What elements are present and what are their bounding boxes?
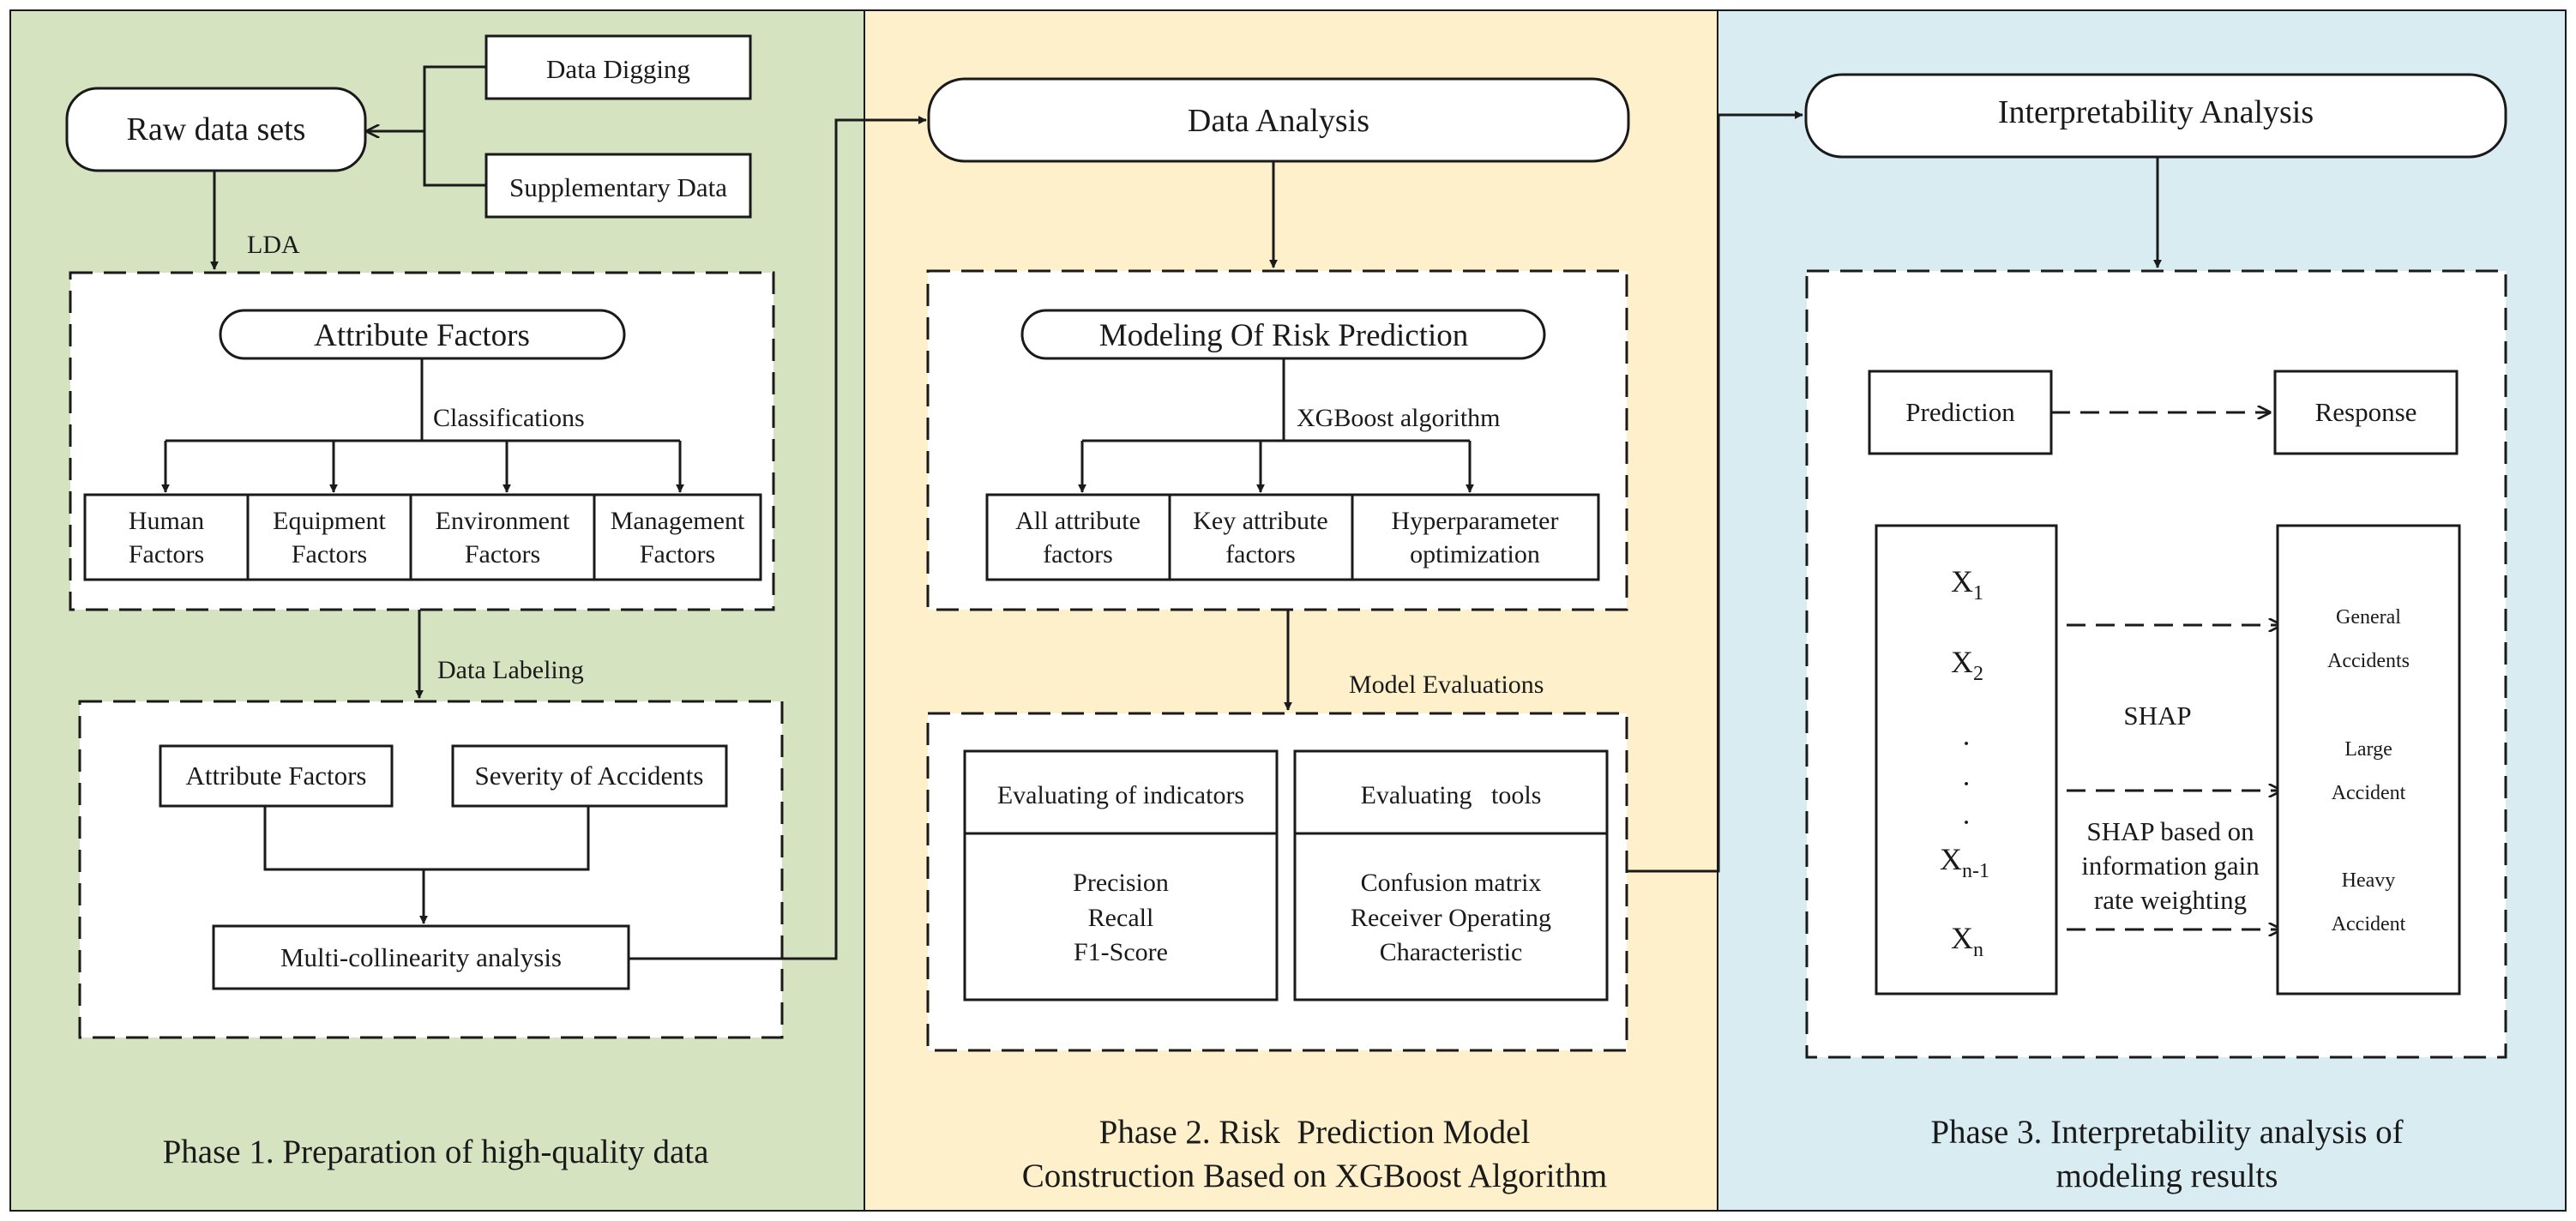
feature-dot-1: · [1961, 728, 1971, 760]
connector-data-sources [423, 65, 486, 187]
multicollinearity-node [212, 924, 630, 990]
indicator-precision: Precision [1073, 869, 1169, 897]
feature-xn: Xn [1951, 921, 1983, 961]
feature-x1-base: X [1951, 564, 1973, 598]
all-attribute-line1: All attribute [1015, 507, 1141, 535]
data-digging-node [485, 34, 752, 100]
phase2-group: Data Analysis Modeling Of Risk Predictio… [926, 77, 1630, 1194]
data-labeling-label: Data Labeling [437, 656, 584, 684]
arrow-phase2-to-interpretability [1627, 111, 1803, 873]
environment-factors-node [409, 493, 596, 581]
phase2-title-line1: Phase 2. Risk Prediction Model [1099, 1114, 1531, 1151]
feature-x1-sub: 1 [1973, 582, 1983, 604]
shap-label: SHAP [2123, 701, 2191, 731]
outcome-large-line2: Accident [2332, 782, 2406, 804]
key-attribute-factors-node [1168, 493, 1354, 581]
interpretability-analysis-node [1804, 73, 2507, 159]
human-factors-line2: Factors [129, 540, 204, 568]
indicators-table [963, 749, 1279, 1001]
outcome-general-line2: Accidents [2327, 650, 2410, 672]
feature-column [1875, 524, 2058, 995]
phase1-group: Raw data sets Data Digging Supplementary… [65, 34, 784, 1170]
tools-header: Evaluating tools [1361, 781, 1542, 809]
shap-weighted-line2: information gain [2081, 851, 2260, 881]
environment-factors-line1: Environment [436, 507, 570, 535]
shap-weighted-line3: rate weighting [2094, 885, 2247, 915]
tool-characteristic: Characteristic [1380, 938, 1523, 966]
severity-of-accidents-label: Severity of Accidents [475, 761, 704, 791]
indicator-recall: Recall [1088, 904, 1154, 932]
indicator-f1-score: F1-Score [1074, 938, 1168, 966]
severity-of-accidents-box [451, 744, 728, 808]
tool-confusion-matrix: Confusion matrix [1361, 869, 1542, 897]
shap-weighted-line1: SHAP based on [2086, 816, 2254, 846]
outcome-heavy-line1: Heavy [2342, 869, 2396, 892]
key-attribute-line1: Key attribute [1193, 507, 1327, 535]
outcome-column [2276, 524, 2461, 995]
equipment-factors-node [246, 493, 412, 581]
feature-x2-base: X [1951, 645, 1973, 679]
prediction-label: Prediction [1905, 397, 2015, 427]
all-attribute-factors-node [985, 493, 1171, 581]
feature-xn1-sub: n-1 [1962, 860, 1989, 882]
feature-xn-sub: n [1973, 939, 1983, 961]
human-factors-node [83, 493, 250, 581]
all-attribute-line2: factors [1043, 540, 1113, 568]
classifications-label: Classifications [433, 404, 585, 432]
outcome-large-line1: Large [2344, 738, 2392, 761]
hyperparameter-line1: Hyperparameter [1392, 507, 1559, 535]
multicollinearity-label: Multi-collinearity analysis [280, 942, 562, 972]
tool-receiver-operating: Receiver Operating [1351, 904, 1551, 932]
equipment-factors-line1: Equipment [273, 507, 386, 535]
feature-dot-2: · [1961, 768, 1971, 800]
feature-xn1: Xn-1 [1940, 842, 1989, 882]
feature-x1: X1 [1951, 564, 1983, 604]
arrow-phase1-to-data-analysis [629, 116, 927, 960]
interpretability-analysis-label: Interpretability Analysis [1998, 94, 2314, 130]
human-factors-line1: Human [129, 507, 204, 535]
raw-data-sets-node [65, 87, 367, 172]
xgboost-label: XGBoost algorithm [1297, 404, 1501, 432]
outcome-heavy-line2: Accident [2332, 913, 2406, 935]
hyperparameter-node [1351, 493, 1600, 581]
attribute-factors-box [159, 744, 394, 808]
phase3-group: Interpretability Analysis Prediction Res… [1804, 73, 2507, 1194]
attribute-factors-box-label: Attribute Factors [186, 761, 367, 791]
outcome-general-line1: General [2336, 606, 2401, 629]
tools-table [1293, 749, 1609, 1001]
supplementary-data-label: Supplementary Data [509, 172, 727, 202]
hyperparameter-line2: optimization [1410, 540, 1540, 568]
raw-data-sets-label: Raw data sets [127, 111, 306, 147]
response-node [2273, 370, 2459, 455]
feature-dot-3: · [1961, 807, 1971, 839]
equipment-factors-line2: Factors [292, 540, 367, 568]
response-label: Response [2315, 397, 2417, 427]
lda-label: LDA [247, 231, 300, 259]
feature-xn1-base: X [1940, 842, 1962, 876]
data-analysis-node [927, 77, 1630, 163]
phase2-title-line2: Construction Based on XGBoost Algorithm [1022, 1158, 1608, 1194]
key-attribute-line2: factors [1225, 540, 1296, 568]
feature-x2: X2 [1951, 645, 1983, 685]
phase1-title: Phase 1. Preparation of high-quality dat… [163, 1134, 709, 1170]
management-factors-line1: Management [611, 507, 745, 535]
indicators-header: Evaluating of indicators [997, 781, 1244, 809]
phase3-title-line2: modeling results [2056, 1158, 2278, 1194]
data-digging-label: Data Digging [546, 54, 690, 84]
phase3-title-line1: Phase 3. Interpretability analysis of [1930, 1114, 2403, 1151]
environment-factors-line2: Factors [465, 540, 540, 568]
model-evaluations-label: Model Evaluations [1349, 671, 1544, 699]
management-factors-node [593, 493, 762, 581]
feature-xn-base: X [1951, 921, 1973, 955]
feature-x2-sub: 2 [1973, 663, 1983, 685]
data-analysis-label: Data Analysis [1188, 103, 1369, 139]
attribute-factors-title: Attribute Factors [314, 318, 530, 353]
supplementary-data-node [485, 153, 752, 219]
merge-connector [263, 806, 590, 871]
modeling-title: Modeling Of Risk Prediction [1099, 318, 1469, 353]
management-factors-line2: Factors [640, 540, 715, 568]
